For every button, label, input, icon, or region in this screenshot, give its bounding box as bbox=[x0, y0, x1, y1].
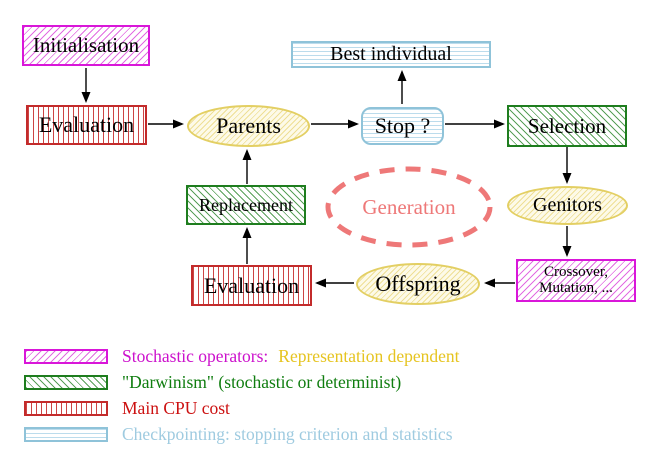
legend-swatch-cyan-stripes bbox=[24, 427, 108, 442]
node-evaluation-top: Evaluation bbox=[26, 105, 147, 145]
node-evaluation-bottom: Evaluation bbox=[191, 265, 312, 306]
node-evaluation-top-label: Evaluation bbox=[38, 112, 135, 138]
node-genitors: Genitors bbox=[507, 186, 628, 225]
node-offspring: Offspring bbox=[356, 263, 480, 305]
legend-row-main-cpu-cost: Main CPU cost bbox=[24, 398, 230, 419]
node-parents-label: Parents bbox=[216, 113, 281, 139]
node-stop: Stop ? bbox=[361, 107, 444, 145]
node-selection-label: Selection bbox=[527, 113, 607, 138]
node-generation-label: Generation bbox=[362, 194, 456, 219]
legend-row-checkpointing: Checkpointing: stopping criterion and st… bbox=[24, 424, 453, 445]
node-genitors-label: Genitors bbox=[533, 194, 602, 216]
node-best-individual-label: Best individual bbox=[330, 43, 452, 65]
node-parents: Parents bbox=[187, 105, 310, 147]
node-offspring-label: Offspring bbox=[375, 271, 461, 297]
legend-text-main-cpu-cost: Main CPU cost bbox=[122, 398, 230, 418]
legend-text-darwinism: "Darwinism" (stochastic or determinist) bbox=[122, 372, 402, 392]
node-crossover-label-line1: Crossover, bbox=[544, 263, 608, 280]
legend-swatch-red-stripes bbox=[24, 401, 108, 416]
node-generation: Generation bbox=[323, 165, 495, 249]
node-replacement-label: Replacement bbox=[199, 194, 293, 215]
legend-row-darwinism: "Darwinism" (stochastic or determinist) bbox=[24, 372, 401, 393]
node-best-individual: Best individual bbox=[291, 41, 491, 68]
node-replacement: Replacement bbox=[186, 185, 306, 225]
legend-text-checkpointing: Checkpointing: stopping criterion and st… bbox=[122, 424, 453, 444]
node-crossover-mutation: Crossover, Mutation, ... bbox=[516, 259, 636, 302]
legend-text-stochastic-operators: Stochastic operators:Representation depe… bbox=[122, 346, 460, 366]
node-evaluation-bottom-label: Evaluation bbox=[203, 272, 300, 298]
node-initialisation-label: Initialisation bbox=[32, 33, 140, 58]
node-initialisation: Initialisation bbox=[22, 25, 150, 66]
legend-row-stochastic-operators: Stochastic operators:Representation depe… bbox=[24, 346, 460, 367]
legend-swatch-magenta-hatch bbox=[24, 349, 108, 364]
generation-dashed-ellipse bbox=[325, 166, 493, 248]
node-crossover-label-line2: Mutation, ... bbox=[539, 279, 613, 296]
node-selection: Selection bbox=[507, 105, 627, 147]
node-stop-label: Stop ? bbox=[374, 113, 431, 139]
legend-swatch-green-hatch bbox=[24, 375, 108, 390]
